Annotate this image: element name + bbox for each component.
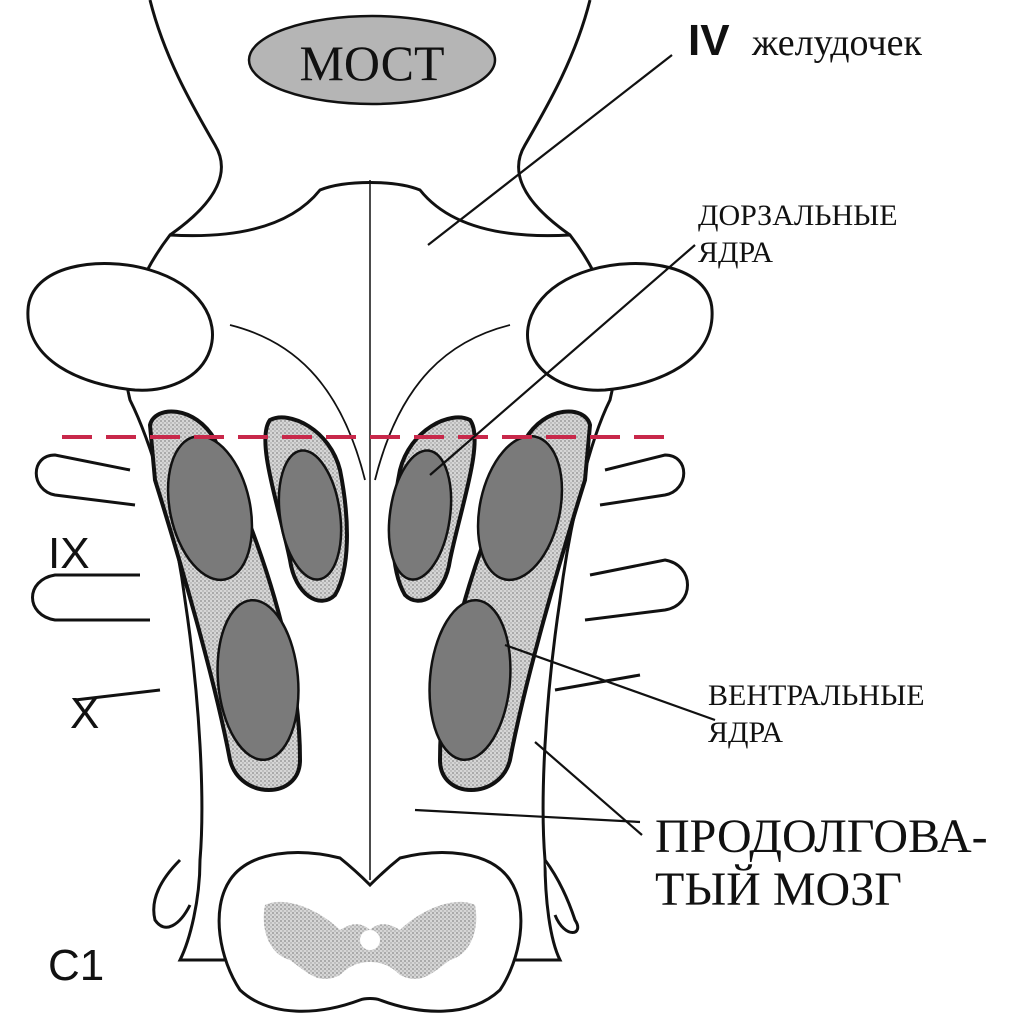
ventral-label-line1: ВЕНТРАЛЬНЫЕ	[708, 679, 925, 712]
right-root-1	[600, 455, 684, 505]
nerve-x-label: X	[70, 689, 99, 738]
left-nerve-roots	[33, 455, 191, 927]
dorsal-label-line2: ЯДРА	[698, 236, 773, 269]
left-root-c1	[154, 860, 190, 927]
left-upper-arc	[150, 0, 221, 235]
medulla-label-line2: ТЫЙ МОЗГ	[655, 863, 902, 916]
ventricle-roman-label: IV	[688, 16, 730, 65]
dorsal-label-line1: ДОРЗАЛЬНЫЕ	[698, 199, 898, 232]
central-canal	[360, 930, 380, 950]
right-upper-arc	[519, 0, 590, 235]
left-root-2	[33, 575, 151, 620]
ventral-label-line2: ЯДРА	[708, 716, 783, 749]
right-root-2	[585, 560, 688, 620]
nerve-ix-label: IX	[48, 529, 90, 578]
pons-label: МОСТ	[299, 35, 444, 91]
ventricle-word-label: желудочек	[751, 22, 923, 64]
medulla-leader-2	[535, 742, 642, 835]
pons: МОСТ	[249, 16, 495, 104]
left-root-1	[36, 455, 135, 505]
nerve-c1-label: C1	[48, 941, 104, 990]
medulla-label-line1: ПРОДОЛГОВА-	[655, 810, 988, 863]
